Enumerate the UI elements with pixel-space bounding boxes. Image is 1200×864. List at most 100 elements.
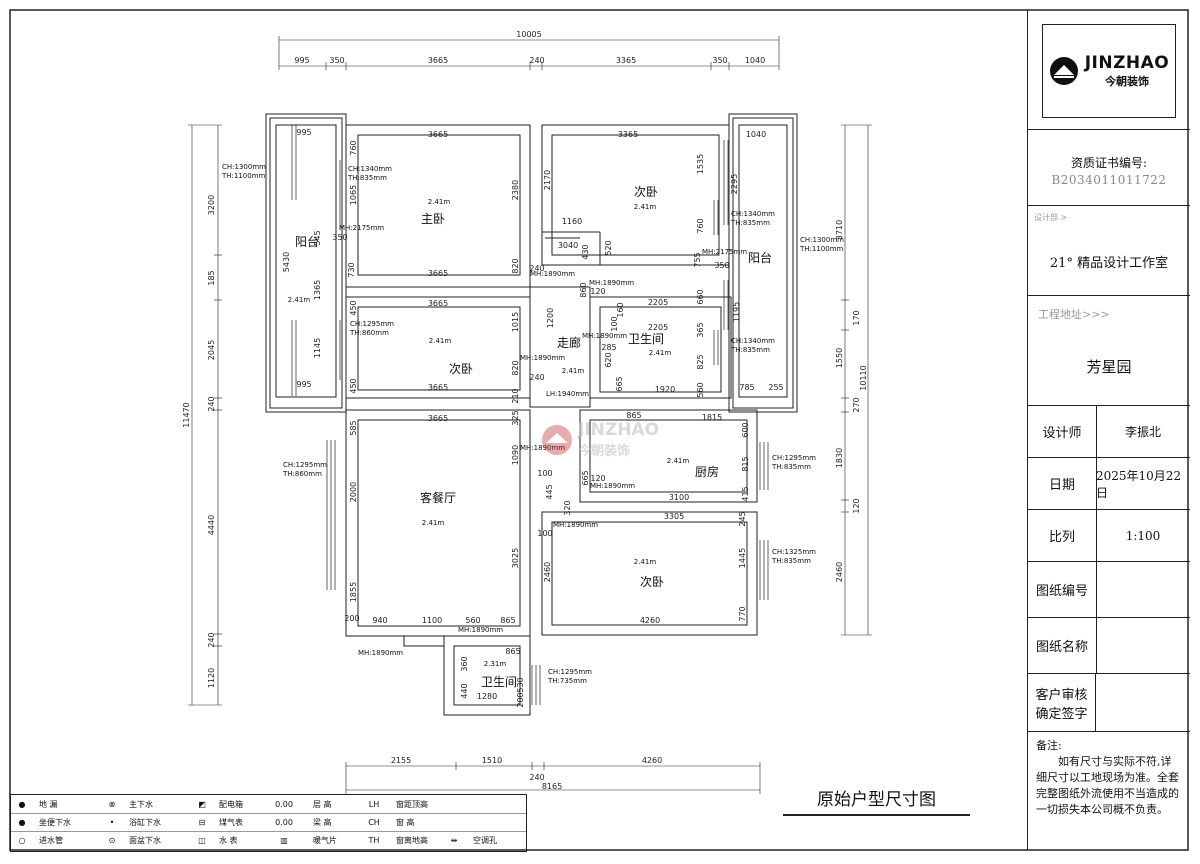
dim-top-3: 3665 [428, 56, 448, 65]
height-s-bedroom: 2.41m [634, 558, 657, 566]
lh-icon: LH [368, 799, 380, 809]
brand-mark-icon [1049, 57, 1078, 85]
designer-label: 设计师 [1028, 406, 1097, 457]
right-dimension-lines [841, 124, 872, 636]
dim-s-1: 4260 [640, 616, 660, 625]
dim-left-overall: 11470 [182, 402, 191, 427]
dim-right-3: 1550 [835, 348, 844, 368]
dim-lr-8: 865 [500, 616, 515, 625]
dim-lr-w: 3665 [428, 414, 448, 423]
dim-lr-1: 585 [349, 420, 358, 435]
dim-bath-8: 365 [696, 322, 705, 337]
dim-s-2: 2460 [543, 562, 552, 582]
gas-meter-icon: ⊟ [198, 817, 206, 827]
date-value: 2025年10月22日 [1096, 468, 1182, 500]
height-bath: 2.41m [649, 349, 672, 357]
dim-bath-1: 2205 [648, 298, 668, 307]
dim-lr-4: 200 [344, 614, 359, 623]
room-kitchen: 厨房 [695, 464, 719, 479]
legend-label: 坐便下水 [39, 817, 71, 827]
mh-w-bedroom: MH:1890mm [520, 354, 565, 362]
date-row: 日期 2025年10月22日 [1028, 458, 1190, 510]
dim-r-255: 255 [768, 383, 783, 392]
room-living-dining: 客餐厅 [420, 490, 456, 505]
legend-row: ○ 进水管 ⊙ 面盆下水 ◫ 水 表 ▥ 暖气片 TH 窗离地高 ⇹ 空调孔 [11, 831, 526, 849]
dim-lr-6: 1100 [422, 616, 442, 625]
dim-sb-4: 530 [516, 677, 525, 692]
mh-bath-side: MH:1890mm [582, 332, 627, 340]
certificate-number: B2034011011722 [1051, 173, 1167, 187]
dim-bottom-1: 2155 [391, 756, 411, 765]
height-w-bedroom: 2.41m [429, 337, 452, 345]
dim-bath-11: 620 [604, 352, 613, 367]
th-note-4: TH:835mm [730, 219, 770, 227]
th-icon: TH [368, 835, 380, 845]
bottom-dimension-lines [345, 762, 761, 794]
room-master-bedroom: 主卧 [421, 212, 445, 226]
floor-height-icon: 0.00 [275, 799, 293, 809]
dim-s-8: 320 [563, 500, 572, 515]
dim-mb-w-bottom: 3665 [428, 269, 448, 278]
height-kitchen: 2.41m [667, 457, 690, 465]
distribution-box-icon: ◩ [198, 799, 206, 809]
ac-hole-icon: ⇹ [450, 835, 458, 845]
remarks-cell: 备注: 如有尺寸与实际不符,详细尺寸以工地现场为准。全套完整图纸外流使用不当造成… [1028, 732, 1190, 850]
dim-bath-6: 825 [696, 354, 705, 369]
sheet-border [9, 9, 1189, 851]
project-address-label: 工程地址>>> [1038, 308, 1110, 321]
dim-lr-10: 3025 [511, 548, 520, 568]
dim-ne-2: 1535 [696, 154, 705, 174]
left-dimension-lines [188, 124, 222, 706]
designer-value: 李振北 [1124, 425, 1161, 439]
studio-cell: 设计部 > 21° 精品设计工作室 [1028, 206, 1190, 296]
dim-top-6: 350 [712, 56, 727, 65]
th-note-7: TH:835mm [771, 463, 811, 471]
th-note-2: TH:835mm [347, 174, 387, 182]
dim-bath-13: 665 [615, 376, 624, 391]
height-master: 2.41m [428, 198, 451, 206]
dim-w2-4b: 820 [511, 360, 520, 375]
dim-right-4: 270 [852, 397, 861, 412]
client-sign-row: 客户审核确定签字 [1028, 674, 1190, 732]
dim-k-3: 600 [741, 422, 750, 437]
title-block: JINZHAO 今朝装饰 资质证书编号: B2034011011722 设计部 … [1027, 10, 1190, 850]
dim-ne-1: 2170 [543, 170, 552, 190]
dim-ne-8: 755 [693, 252, 702, 267]
dim-right-overall: 10110 [859, 365, 868, 390]
brand-name-cn: 今朝装饰 [1104, 75, 1149, 88]
dim-mb-w: 3665 [428, 130, 448, 139]
legend-label: 空调孔 [473, 835, 497, 845]
dim-bath-3: 160 [616, 302, 625, 317]
th-note-10: TH:735mm [547, 677, 587, 685]
legend-label: 水 表 [219, 835, 238, 845]
legend-row: ● 地 漏 ⊗ 主下水 ◩ 配电箱 0.00 层 高 LH 窗距顶高 [11, 795, 526, 814]
dim-top-2: 350 [329, 56, 344, 65]
dim-w2-w: 3665 [428, 299, 448, 308]
dim-bottom-2: 1510 [482, 756, 502, 765]
dim-right-7: 2460 [835, 562, 844, 582]
dim-left-4: 2045 [207, 340, 216, 360]
room-balcony-w: 阳台 [295, 234, 319, 249]
top-dimension-lines [278, 36, 780, 70]
legend-label: 面盆下水 [129, 835, 161, 845]
room-corridor: 走廊 [557, 335, 581, 350]
ch-note-7: CH:1295mm [772, 454, 816, 462]
dim-r-785: 785 [739, 383, 754, 392]
dim-ne-3: 1160 [562, 217, 582, 226]
dim-bottom-240: 240 [529, 773, 544, 782]
dim-bath-2: 2205 [648, 323, 668, 332]
legend-label: 主下水 [129, 799, 153, 809]
dim-lr-9: 1090 [511, 445, 520, 465]
dim-mb-350: 350 [332, 233, 347, 242]
floor-drain-icon: ● [18, 799, 26, 809]
beam-height-icon: 0.00 [275, 817, 293, 827]
project-name: 芳星园 [1086, 358, 1132, 376]
dim-w2-1: 1015 [511, 312, 520, 332]
bathtub-drain-icon: • [109, 817, 115, 827]
dim-sb-2: 1280 [477, 692, 497, 701]
legend-label: 窗离地高 [396, 835, 428, 845]
dim-mb-3: 2380 [511, 180, 520, 200]
dim-s-4: 770 [738, 606, 747, 621]
designer-dept-label: 设计部 > [1034, 213, 1068, 222]
